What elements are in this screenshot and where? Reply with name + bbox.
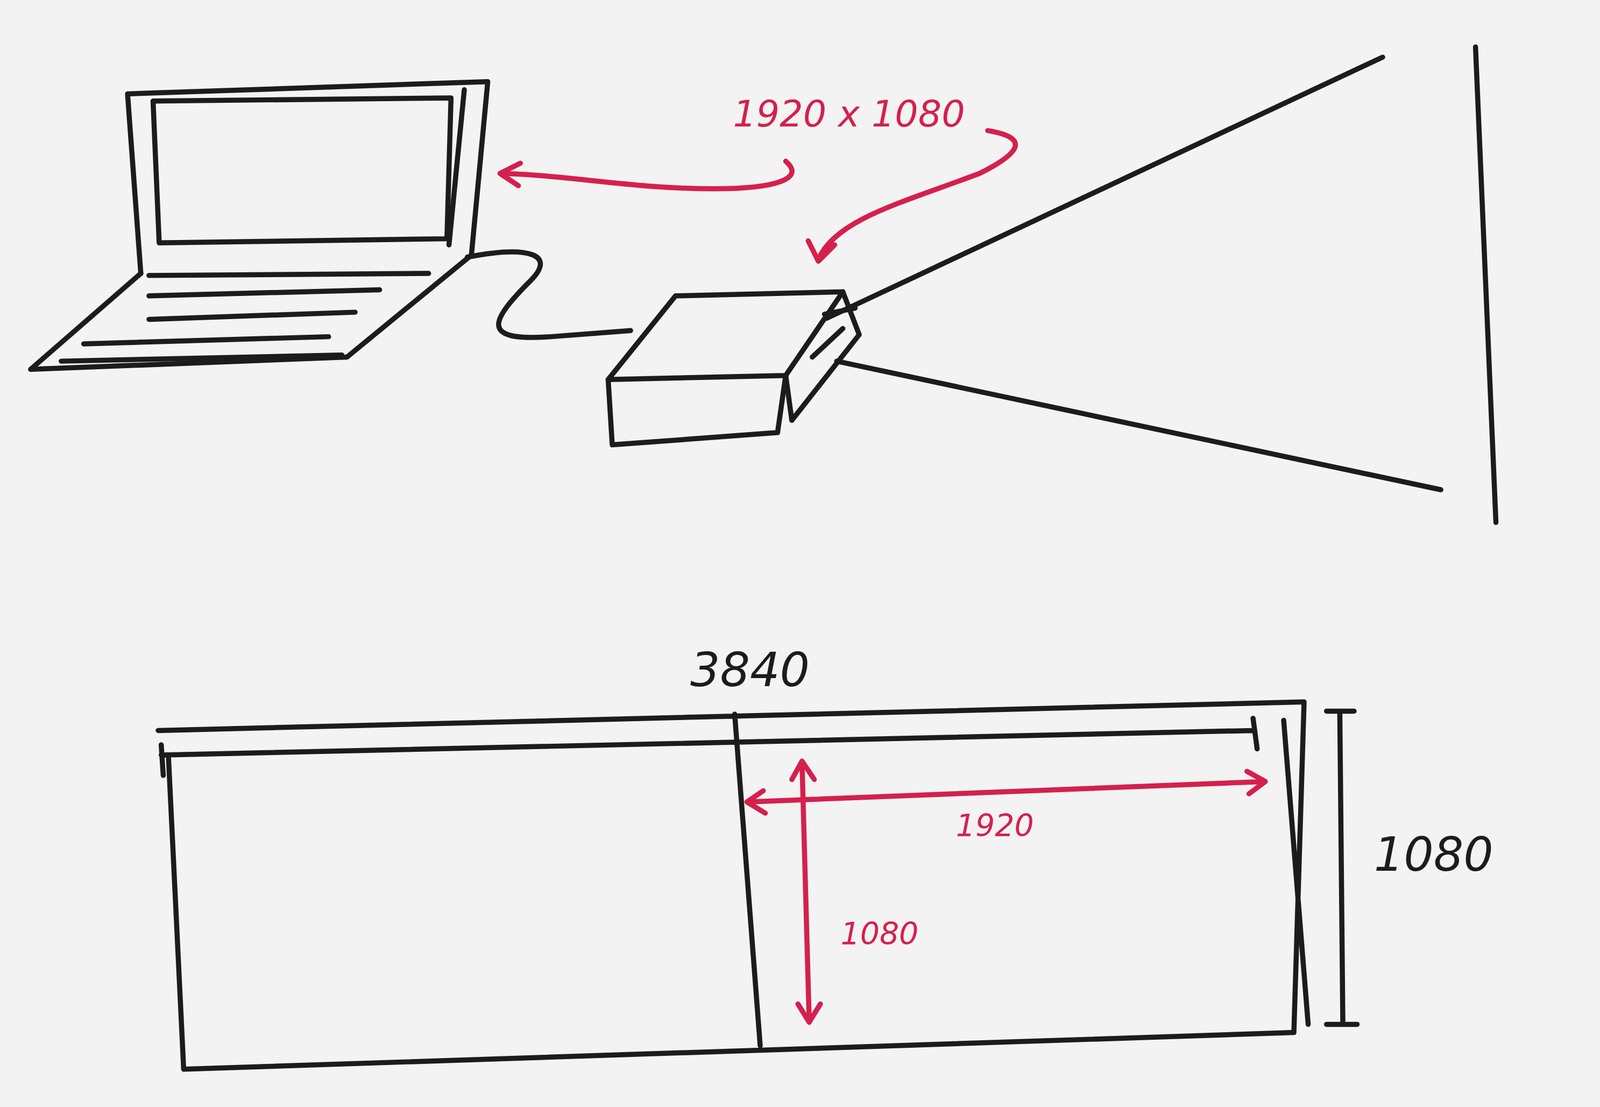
canvas-width: 3840 (690, 646, 810, 694)
output-height: 1080 (840, 918, 919, 950)
leader-arrow (499, 161, 792, 189)
leader-arrow (808, 130, 1016, 262)
laptop-bezel (449, 89, 465, 245)
canvas-height: 1080 (1374, 831, 1494, 879)
projector-front (607, 375, 786, 445)
keyboard-lines (61, 273, 429, 361)
projector-output-area: 1920 1080 (755, 729, 1312, 1067)
cable (467, 251, 631, 338)
screen-canvas: 3840 1920 1080 (158, 642, 1307, 1072)
canvas-outline (158, 701, 1309, 1069)
resolution-note: 1920 x 1080 (732, 95, 965, 133)
output-width: 1920 (956, 810, 1035, 841)
dimension-arrow (746, 770, 1266, 813)
projection-wall (1475, 46, 1497, 522)
dimension-arrow (791, 760, 821, 1022)
laptop-base (30, 255, 472, 370)
projector-side (785, 291, 860, 421)
projector-top (607, 291, 843, 380)
laptop-screen (153, 97, 452, 243)
laptop-lid (127, 81, 488, 274)
dimension-bracket (1326, 710, 1358, 1024)
